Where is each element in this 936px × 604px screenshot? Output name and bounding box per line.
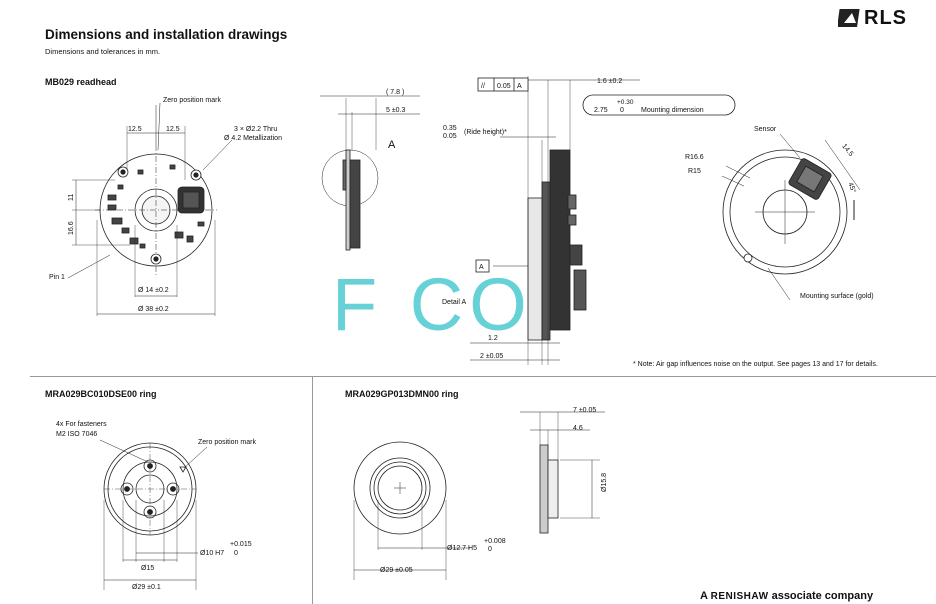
readhead-top-view	[67, 102, 233, 316]
dim-angle: 45°	[846, 181, 857, 194]
dim-r16-6: R16.6	[685, 154, 704, 161]
label-pin1: Pin 1	[49, 274, 65, 281]
label-zero-mark: Zero position mark	[163, 97, 221, 104]
dim-d10: Ø10 H7	[200, 550, 224, 557]
dim-1-2: 1.2	[488, 335, 498, 342]
detail-a-label: Detail A	[442, 299, 466, 306]
detail-a-view	[470, 76, 736, 365]
dim-d12-7-tol-up: +0.008	[484, 538, 506, 545]
datum-a: A	[479, 264, 484, 271]
readhead-mount-view	[721, 133, 861, 301]
label-metallization: Ø 4.2 Metallization	[224, 135, 282, 142]
mount-main: 2.75	[594, 107, 608, 114]
dim-2: 2 ±0.05	[480, 353, 503, 360]
section-title-ring1: MRA029BC010DSE00 ring	[45, 389, 157, 399]
dim-11: 11	[68, 194, 75, 201]
dim-d10-tol-lo: 0	[234, 550, 238, 557]
mount-zero: 0	[620, 107, 624, 114]
tol-datum: A	[517, 83, 522, 90]
page-title: Dimensions and installation drawings	[45, 27, 288, 42]
ride-a: 0.35	[443, 125, 457, 132]
mount-label: Mounting dimension	[641, 107, 704, 114]
dim-d12-7-tol-lo: 0	[488, 546, 492, 553]
ring1-drawing	[99, 439, 208, 590]
readhead-labels: Zero position mark 3 × Ø2.2 Thru Ø 4.2 M…	[49, 78, 878, 368]
dim-12-5-b: 12.5	[166, 126, 180, 133]
dim-d38: Ø 38 ±0.2	[138, 306, 169, 313]
dim-14-5: 14.5	[840, 143, 854, 158]
section-title-ring2: MRA029GP013DMN00 ring	[345, 389, 459, 399]
ring2-drawing	[353, 411, 605, 580]
dim-12-5-a: 12.5	[128, 126, 142, 133]
label-iso: M2 ISO 7046	[56, 431, 97, 438]
label-ring1-zero: Zero position mark	[198, 439, 256, 446]
section-title-readhead: MB029 readhead	[45, 77, 117, 87]
dim-5: 5 ±0.3	[386, 107, 406, 114]
detail-a-callout: A	[388, 139, 396, 151]
readhead-side-view	[320, 95, 420, 251]
dim-7: 7 ±0.05	[573, 407, 596, 414]
column-divider	[312, 376, 313, 604]
mount-tol: +0.30	[617, 99, 634, 106]
label-mount-surface: Mounting surface (gold)	[800, 293, 874, 300]
dim-ring2-d29: Ø29 ±0.05	[380, 567, 413, 574]
page-subtitle: Dimensions and tolerances in mm.	[45, 47, 161, 56]
footnote: * Note: Air gap influences noise on the …	[633, 361, 878, 368]
dim-d14: Ø 14 ±0.2	[138, 287, 169, 294]
dim-ring1-d29: Ø29 ±0.1	[132, 584, 161, 591]
dim-4-6: 4.6	[573, 425, 583, 432]
tol-value: 0.05	[497, 83, 511, 90]
section-divider	[30, 376, 936, 377]
rls-logo: RLS	[838, 6, 926, 30]
label-sensor: Sensor	[754, 126, 777, 133]
dim-7-8: ( 7.8 )	[386, 89, 404, 96]
dim-16-6: 16.6	[68, 221, 75, 235]
dim-r15: R15	[688, 168, 701, 175]
dim-d15-8: Ø15.8	[601, 473, 608, 492]
ring1-labels: 4x For fasteners M2 ISO 7046 Zero positi…	[56, 421, 256, 591]
tol-symbol: //	[481, 83, 485, 90]
footer-associate: A RENISHAW associate company	[700, 590, 874, 602]
dim-d15: Ø15	[141, 565, 154, 572]
dim-d10-tol-up: +0.015	[230, 541, 252, 548]
fenco-watermark: F CO	[332, 263, 533, 346]
dim-d12-7: Ø12.7 H5	[447, 545, 477, 552]
ring2-labels: 7 ±0.05 4.6 Ø15.8 Ø12.7 H5 +0.008 0 Ø29 …	[380, 407, 608, 574]
dim-1-6: 1.6 ±0.2	[597, 78, 622, 85]
ride-label: (Ride height)*	[464, 129, 507, 136]
label-fasteners: 4x For fasteners	[56, 421, 107, 428]
label-holes: 3 × Ø2.2 Thru	[234, 126, 277, 133]
renishaw-brand: RENISHAW	[710, 591, 769, 602]
ride-b: 0.05	[443, 133, 457, 140]
